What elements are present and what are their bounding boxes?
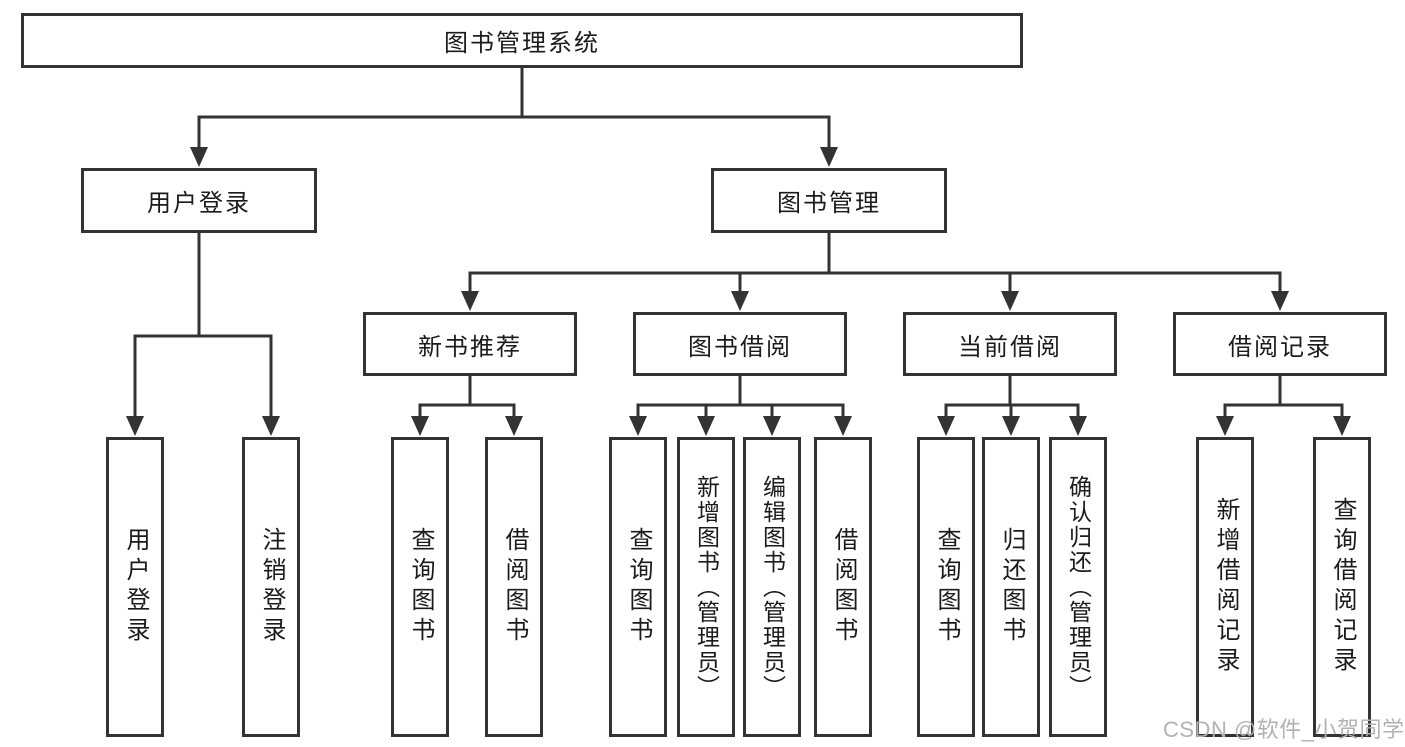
- csdn-watermark: CSDN @软件_小贺同学: [1163, 717, 1405, 742]
- node-return-book: 归还图书: [982, 437, 1040, 737]
- node-label: 图书管理系统: [444, 30, 600, 57]
- node-label: 查询借阅记录: [1329, 497, 1356, 677]
- node-query-books-recommend: 查询图书: [391, 437, 449, 737]
- node-label: 查询图书: [625, 527, 652, 647]
- node-label: 新增借阅记录: [1212, 497, 1239, 677]
- node-library-management-system: 图书管理系统: [21, 13, 1023, 68]
- node-confirm-return-admin: 确认归还（管理员）: [1049, 437, 1107, 737]
- node-query-borrow-record: 查询借阅记录: [1313, 437, 1371, 737]
- node-label: 用户登录: [147, 190, 251, 217]
- node-label: 新书推荐: [418, 333, 522, 361]
- node-label: 确认归还（管理员）: [1065, 474, 1092, 700]
- node-borrow-books-recommend: 借阅图书: [485, 437, 543, 737]
- node-label: 新增图书（管理员）: [693, 474, 720, 700]
- node-book-management: 图书管理: [711, 168, 947, 233]
- node-add-book-admin: 新增图书（管理员）: [677, 437, 735, 737]
- node-logout: 注销登录: [242, 437, 300, 737]
- node-current-borrowing: 当前借阅: [903, 312, 1117, 376]
- node-query-books-current: 查询图书: [917, 437, 975, 737]
- node-query-books-borrowing: 查询图书: [609, 437, 667, 737]
- node-user-login-group: 用户登录: [81, 168, 317, 233]
- node-borrow-books-borrowing: 借阅图书: [814, 437, 872, 737]
- node-new-book-recommendation: 新书推荐: [363, 312, 577, 376]
- node-label: 注销登录: [258, 527, 285, 647]
- node-label: 查询图书: [407, 527, 434, 647]
- node-label: 借阅图书: [501, 527, 528, 647]
- node-label: 用户登录: [122, 527, 149, 647]
- node-user-login: 用户登录: [106, 437, 164, 737]
- node-label: 当前借阅: [958, 333, 1062, 361]
- node-add-borrow-record: 新增借阅记录: [1196, 437, 1254, 737]
- node-edit-book-admin: 编辑图书（管理员）: [743, 437, 801, 737]
- node-borrowing-records: 借阅记录: [1173, 312, 1387, 376]
- node-label: 查询图书: [933, 527, 960, 647]
- node-book-borrowing: 图书借阅: [633, 312, 847, 376]
- node-label: 图书借阅: [688, 333, 792, 361]
- node-label: 归还图书: [998, 527, 1025, 647]
- node-label: 图书管理: [777, 190, 881, 217]
- node-label: 借阅图书: [830, 527, 857, 647]
- node-label: 编辑图书（管理员）: [759, 474, 786, 700]
- node-label: 借阅记录: [1228, 333, 1332, 361]
